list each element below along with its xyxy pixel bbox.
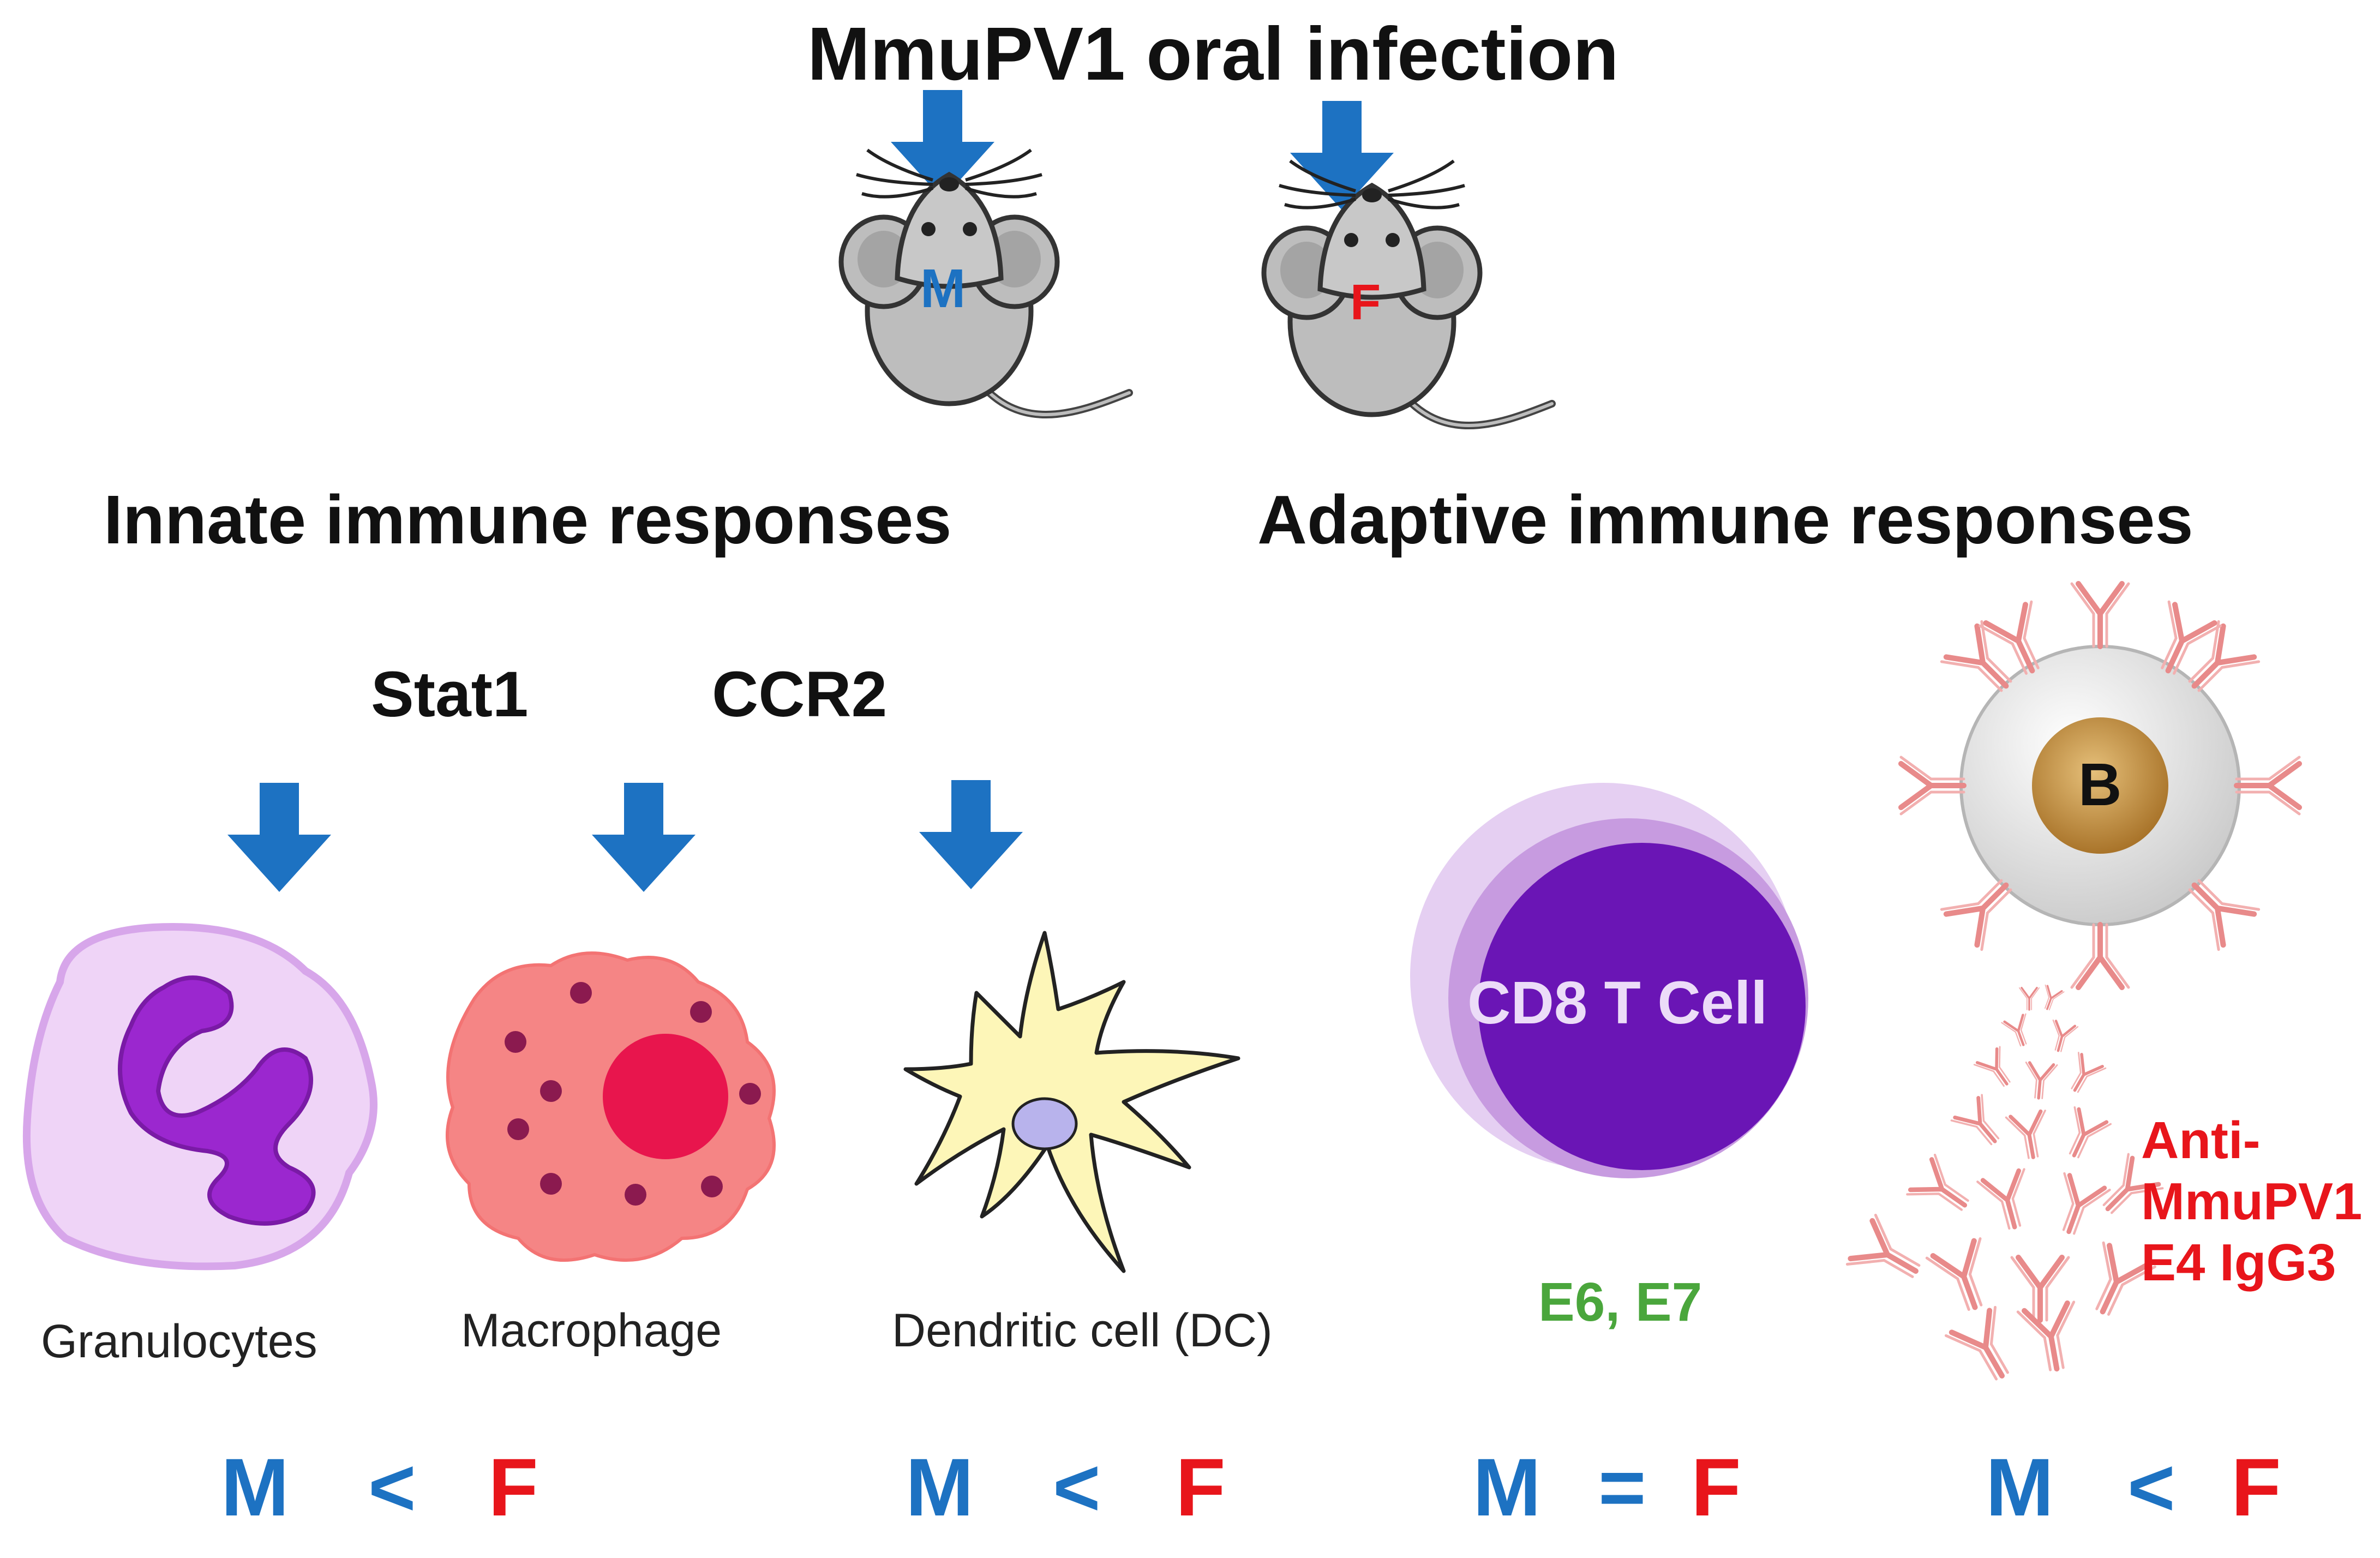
antibody-label: Anti- MmuPV1 E4 IgG3 [2141,1110,2362,1293]
stat1-label: Stat1 [371,658,529,730]
comparison-4-op: < [2127,1441,2175,1533]
macrophage-cell [446,951,776,1262]
comparison-1-op: < [368,1441,416,1533]
arrow-dendritic [919,780,1023,889]
cd8-t-cell [1410,783,1808,1178]
arrow-granulocytes [227,783,331,892]
comparison-4-left: M [1986,1441,2054,1533]
male-mouse-label: M [920,258,966,319]
arrow-macrophage [592,783,696,892]
dendritic-label: Dendritic cell (DC) [892,1304,1273,1357]
b-cell [1959,645,2241,926]
comparison-3-right: F [1691,1441,1741,1533]
dendritic-cell [903,931,1240,1273]
comparison-2-op: < [1053,1441,1101,1533]
epitopes-label: E6, E7 [1538,1272,1702,1333]
comparison-2-left: M [906,1441,974,1533]
female-mouse-label: F [1350,274,1381,330]
figure-title: MmuPV1 oral infection [807,12,1619,96]
comparison-2-right: F [1176,1441,1226,1533]
granulocytes-label: Granulocytes [41,1315,317,1368]
innate-heading: Innate immune responses [104,481,952,558]
comparison-1-right: F [488,1441,538,1533]
ccr2-label: CCR2 [712,658,888,730]
comparison-3-left: M [1473,1441,1541,1533]
antibody-label-line-3: E4 IgG3 [2141,1233,2336,1292]
adaptive-heading: Adaptive immune responses [1257,481,2193,558]
comparison-1-left: M [221,1441,289,1533]
granulocyte-cell [22,923,377,1271]
cd8-label: CD8 T Cell [1467,969,1768,1036]
comparison-4-right: F [2231,1441,2281,1533]
female-mouse [1264,161,1552,426]
antibody-label-line-1: Anti- [2141,1111,2261,1170]
b-cell-label: B [2078,751,2122,818]
secreted-antibodies [1847,984,2162,1390]
comparison-3-op: = [1598,1441,1646,1533]
antibody-label-line-2: MmuPV1 [2141,1172,2363,1231]
male-mouse [841,150,1129,415]
macrophage-label: Macrophage [461,1304,722,1357]
